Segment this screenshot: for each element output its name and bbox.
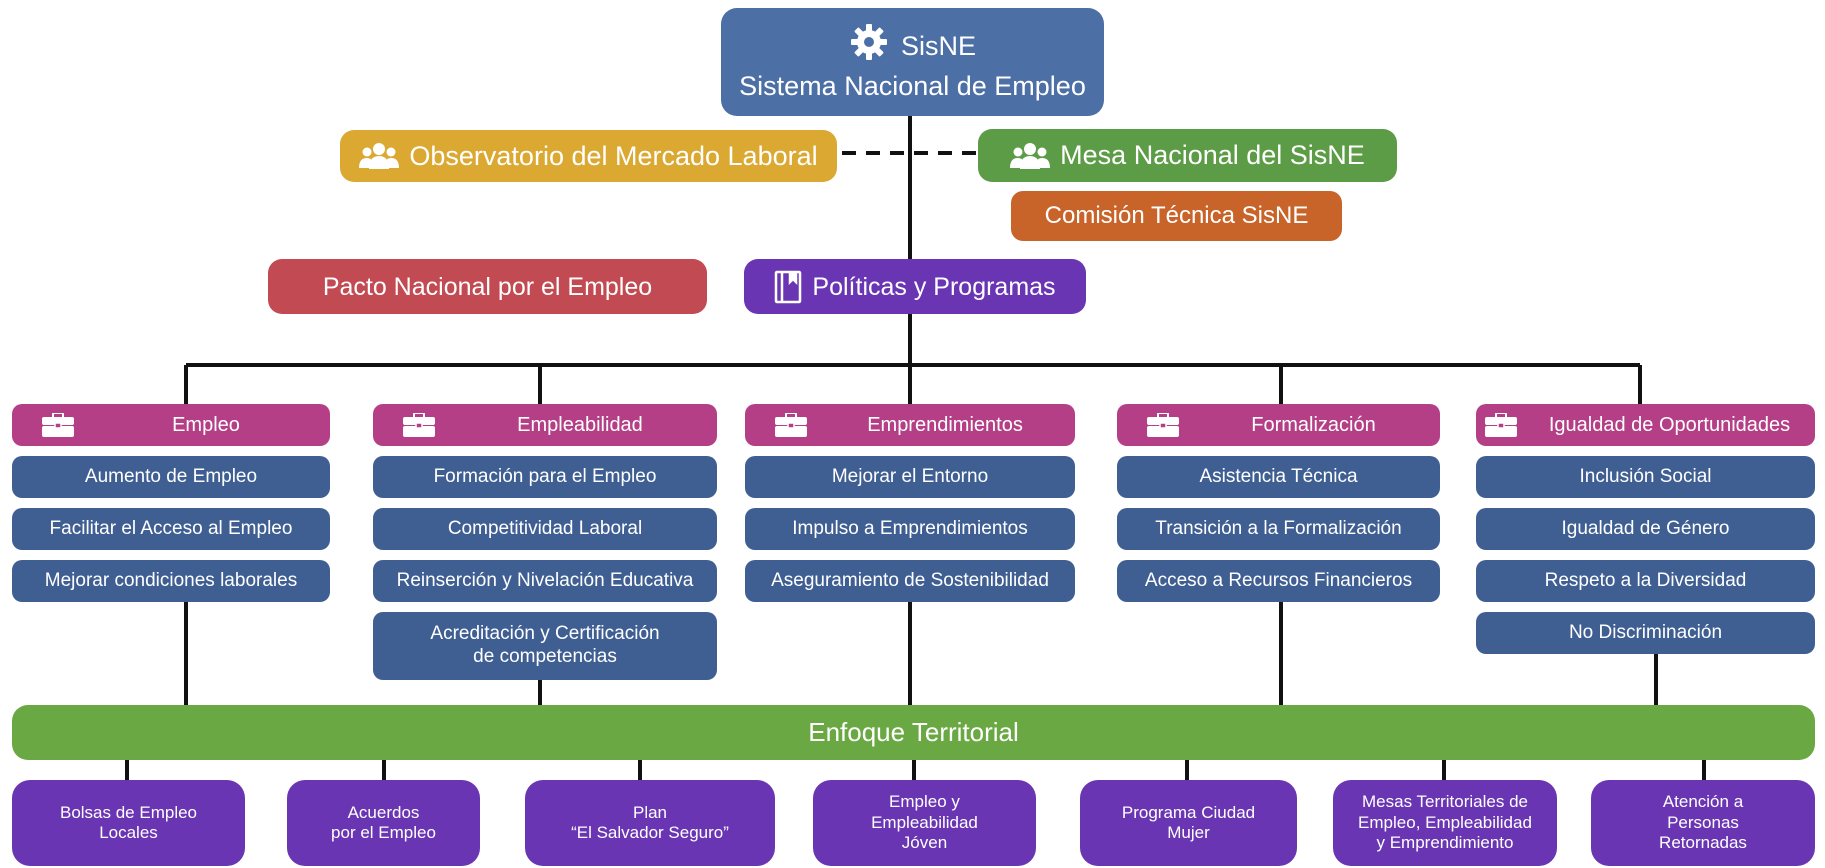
- bottom-box-4: Empleo y Empleabilidad Jóven: [813, 780, 1036, 866]
- briefcase-icon: [403, 413, 435, 437]
- item-label: Reinserción y Nivelación Educativa: [396, 569, 694, 591]
- item-empleabilidad-2: Competitividad Laboral: [373, 508, 717, 550]
- item-label: Mejorar el Entorno: [831, 465, 989, 487]
- bottom-box-1: Bolsas de Empleo Locales: [12, 780, 245, 866]
- bottom-label: Bolsas de Empleo Locales: [59, 802, 198, 842]
- pacto-box: Pacto Nacional por el Empleo: [268, 259, 707, 314]
- item-igualdad-3: Respeto a la Diversidad: [1476, 560, 1815, 602]
- item-empleo-2: Facilitar el Acceso al Empleo: [12, 508, 330, 550]
- briefcase-icon: [1147, 413, 1179, 437]
- bottom-box-2: Acuerdos por el Empleo: [287, 780, 480, 866]
- header-empleabilidad-label: Empleabilidad: [517, 414, 643, 436]
- item-emprendimientos-1: Mejorar el Entorno: [745, 456, 1075, 498]
- item-label: Competitividad Laboral: [447, 517, 643, 539]
- comision-box: Comisión Técnica SisNE: [1011, 191, 1342, 241]
- sisne-box: SisNE Sistema Nacional de Empleo: [721, 8, 1104, 116]
- header-emprendimientos: Emprendimientos: [745, 404, 1075, 446]
- observatorio-box: Observatorio del Mercado Laboral: [340, 130, 837, 182]
- item-formalizacion-3: Acceso a Recursos Financieros: [1117, 560, 1440, 602]
- observatorio-label: Observatorio del Mercado Laboral: [409, 140, 818, 171]
- sisne-subtitle: Sistema Nacional de Empleo: [739, 70, 1086, 101]
- item-label: Mejorar condiciones laborales: [44, 569, 298, 591]
- header-formalizacion: Formalización: [1117, 404, 1440, 446]
- item-label: Aseguramiento de Sostenibilidad: [771, 569, 1049, 591]
- bottom-label: Empleo y Empleabilidad Jóven: [871, 792, 978, 853]
- item-label: Transición a la Formalización: [1155, 517, 1402, 539]
- sisne-title: SisNE: [900, 30, 976, 61]
- item-formalizacion-1: Asistencia Técnica: [1117, 456, 1440, 498]
- header-igualdad: Igualdad de Oportunidades: [1476, 404, 1815, 446]
- header-igualdad-label: Igualdad de Oportunidades: [1548, 414, 1791, 436]
- bottom-label: Mesas Territoriales de Empleo, Empleabil…: [1358, 792, 1532, 853]
- item-label: Igualdad de Género: [1561, 517, 1730, 539]
- item-empleabilidad-1: Formación para el Empleo: [373, 456, 717, 498]
- item-emprendimientos-3: Aseguramiento de Sostenibilidad: [745, 560, 1075, 602]
- item-label: Aumento de Empleo: [84, 465, 258, 487]
- item-label: Impulso a Emprendimientos: [792, 517, 1028, 539]
- item-label: Asistencia Técnica: [1199, 465, 1358, 487]
- enfoque-territorial-label: Enfoque Territorial: [808, 716, 1019, 747]
- bottom-box-5: Programa Ciudad Mujer: [1080, 780, 1297, 866]
- item-emprendimientos-2: Impulso a Emprendimientos: [745, 508, 1075, 550]
- bottom-box-3: Plan “El Salvador Seguro”: [525, 780, 775, 866]
- bottom-label: Plan “El Salvador Seguro”: [571, 802, 729, 842]
- header-formalizacion-label: Formalización: [1251, 414, 1376, 436]
- item-label: Respeto a la Diversidad: [1544, 569, 1747, 591]
- item-label: Acceso a Recursos Financieros: [1144, 569, 1413, 591]
- bottom-label: Programa Ciudad Mujer: [1121, 802, 1256, 842]
- item-empleabilidad-3: Reinserción y Nivelación Educativa: [373, 560, 717, 602]
- item-empleabilidad-4: Acreditación y Certificación de competen…: [373, 612, 717, 680]
- item-empleo-3: Mejorar condiciones laborales: [12, 560, 330, 602]
- header-emprendimientos-label: Emprendimientos: [867, 414, 1023, 436]
- bottom-label: Atención a Personas Retornadas: [1659, 792, 1747, 853]
- book-icon: [774, 270, 802, 304]
- bottom-box-7: Atención a Personas Retornadas: [1591, 780, 1815, 866]
- pacto-label: Pacto Nacional por el Empleo: [322, 272, 653, 301]
- item-label: Facilitar el Acceso al Empleo: [49, 517, 293, 539]
- item-empleo-1: Aumento de Empleo: [12, 456, 330, 498]
- item-label: No Discriminación: [1568, 621, 1723, 643]
- bottom-label: Acuerdos por el Empleo: [331, 802, 436, 842]
- item-igualdad-1: Inclusión Social: [1476, 456, 1815, 498]
- header-empleo: Empleo: [12, 404, 330, 446]
- people-icon: [359, 141, 400, 171]
- people-icon: [1010, 141, 1051, 171]
- item-label: Inclusión Social: [1579, 465, 1712, 487]
- mesa-nacional-box: Mesa Nacional del SisNE: [978, 129, 1397, 182]
- politicas-label: Políticas y Programas: [812, 272, 1056, 301]
- mesa-nacional-label: Mesa Nacional del SisNE: [1060, 140, 1365, 171]
- item-label: Acreditación y Certificación de competen…: [430, 623, 660, 667]
- item-formalizacion-2: Transición a la Formalización: [1117, 508, 1440, 550]
- item-igualdad-2: Igualdad de Género: [1476, 508, 1815, 550]
- header-empleabilidad: Empleabilidad: [373, 404, 717, 446]
- gear-icon: [849, 22, 889, 69]
- briefcase-icon: [1485, 413, 1517, 437]
- bottom-box-6: Mesas Territoriales de Empleo, Empleabil…: [1333, 780, 1557, 866]
- item-label: Formación para el Empleo: [433, 465, 657, 487]
- politicas-box: Políticas y Programas: [744, 259, 1086, 314]
- briefcase-icon: [775, 413, 807, 437]
- comision-label: Comisión Técnica SisNE: [1044, 201, 1309, 229]
- briefcase-icon: [42, 413, 74, 437]
- enfoque-territorial-bar: Enfoque Territorial: [12, 705, 1815, 760]
- item-igualdad-4: No Discriminación: [1476, 612, 1815, 654]
- header-empleo-label: Empleo: [172, 414, 240, 436]
